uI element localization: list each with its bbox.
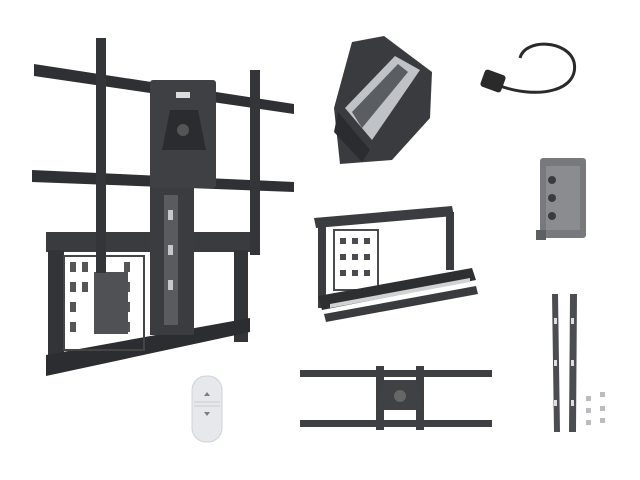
up-arrow-icon (204, 392, 210, 396)
tv-mount-plate (300, 366, 492, 430)
junction-box (536, 158, 586, 240)
remote-control (191, 375, 223, 443)
mounting-hardware (586, 392, 605, 425)
vertical-brackets (552, 294, 577, 432)
power-cable (480, 42, 577, 94)
wall-bracket (314, 206, 478, 322)
down-arrow-icon (204, 412, 210, 416)
tilt-arm-mechanism (334, 36, 432, 164)
main-lift-mount-assembly (32, 38, 294, 376)
